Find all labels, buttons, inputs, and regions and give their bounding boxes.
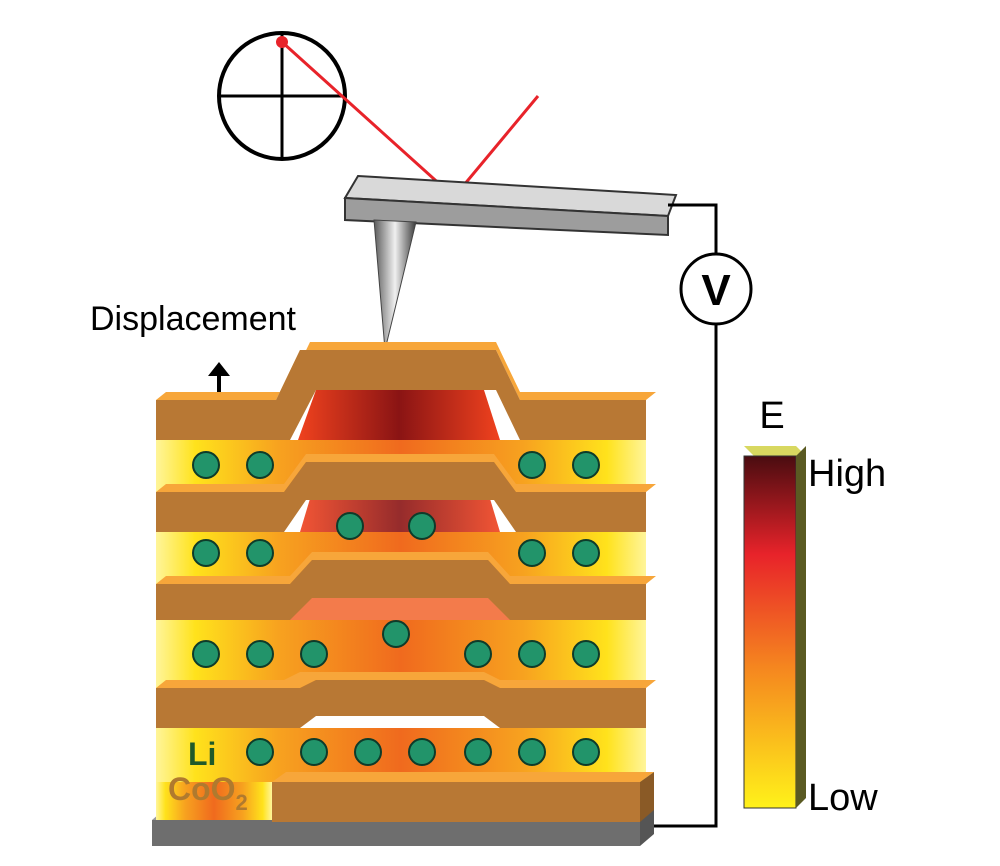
- low-label: Low: [808, 777, 878, 819]
- li-ion: [192, 451, 220, 479]
- li-ion: [408, 512, 436, 540]
- li-ion: [192, 640, 220, 668]
- li-ion: [300, 738, 328, 766]
- circuit-wire: [640, 203, 718, 828]
- li-ion: [300, 640, 328, 668]
- li-ion: [572, 539, 600, 567]
- high-label: High: [808, 453, 886, 495]
- li-ion: [246, 451, 274, 479]
- photodetector-icon: [217, 31, 347, 161]
- li-ion: [518, 640, 546, 668]
- li-ion: [572, 451, 600, 479]
- li-ion: [336, 512, 364, 540]
- energy-scale-bar: [743, 446, 806, 809]
- displacement-label: Displacement: [90, 300, 297, 338]
- li-ion: [464, 640, 492, 668]
- li-label: Li: [188, 736, 216, 772]
- li-ion: [382, 620, 410, 648]
- li-ions: [192, 451, 600, 766]
- coo2-layer-5: [156, 772, 654, 822]
- energy-axis-label: E: [759, 395, 784, 437]
- coo2-label: CoO2: [168, 771, 248, 815]
- voltmeter-icon: [679, 252, 753, 326]
- voltmeter-label: V: [701, 266, 731, 315]
- li-ion: [572, 640, 600, 668]
- coo2-layer-2: [156, 454, 656, 532]
- li-ion: [192, 539, 220, 567]
- li-ion: [246, 539, 274, 567]
- li-ion: [518, 451, 546, 479]
- cantilever: [343, 174, 678, 237]
- li-ion: [246, 640, 274, 668]
- li-ion: [518, 738, 546, 766]
- coo2-layer-1: [156, 342, 656, 440]
- li-ion: [464, 738, 492, 766]
- li-ion: [518, 539, 546, 567]
- li-ion: [354, 738, 382, 766]
- li-ion: [246, 738, 274, 766]
- coo2-layer-4: [156, 672, 656, 728]
- coo2-layer-3: [156, 552, 656, 620]
- afm-tip: [373, 219, 417, 351]
- li-ion: [572, 738, 600, 766]
- li-ion: [408, 738, 436, 766]
